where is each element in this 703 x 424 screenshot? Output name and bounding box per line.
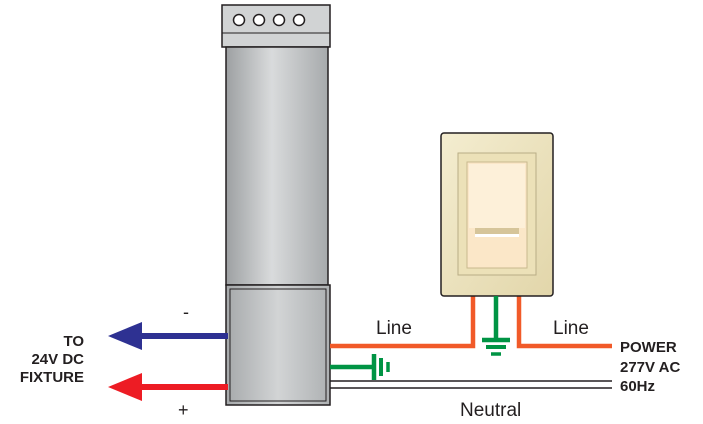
- terminal-screw: [232, 13, 246, 27]
- line-label-left: Line: [376, 318, 412, 339]
- driver-ground-symbol-icon: [330, 354, 390, 380]
- line-wire-left: [330, 296, 476, 349]
- power-label-line-2: 277V AC: [620, 359, 680, 376]
- switch-slider: [475, 228, 519, 234]
- power-supply-driver-icon: [221, 4, 331, 406]
- output-label: TO 24V DC FIXTURE: [20, 333, 85, 386]
- power-label-line-1: POWER: [620, 339, 677, 356]
- output-label-line-3: FIXTURE: [20, 369, 84, 386]
- plus-polarity-label: +: [178, 400, 189, 420]
- driver-junction-box: [225, 284, 331, 406]
- output-label-line-1: TO: [63, 333, 84, 350]
- terminal-screw: [252, 13, 266, 27]
- ground-symbol-icon: [482, 296, 510, 356]
- neutral-label: Neutral: [460, 400, 521, 421]
- negative-output-wire: [108, 322, 228, 350]
- arrow-left-icon: [108, 322, 142, 350]
- terminal-screw: [292, 13, 306, 27]
- line-label-right: Line: [553, 318, 589, 339]
- line-wire-right: [516, 296, 612, 349]
- output-label-line-2: 24V DC: [31, 351, 84, 368]
- wall-dimmer-switch-icon: [440, 132, 554, 297]
- terminal-screw: [272, 13, 286, 27]
- power-label-line-3: 60Hz: [620, 378, 655, 395]
- minus-polarity-label: -: [183, 302, 189, 322]
- driver-body: [225, 46, 329, 286]
- positive-output-wire: [108, 373, 228, 401]
- neutral-wire: [330, 380, 612, 389]
- arrow-left-icon: [108, 373, 142, 401]
- power-label: POWER 277V AC 60Hz: [620, 339, 680, 395]
